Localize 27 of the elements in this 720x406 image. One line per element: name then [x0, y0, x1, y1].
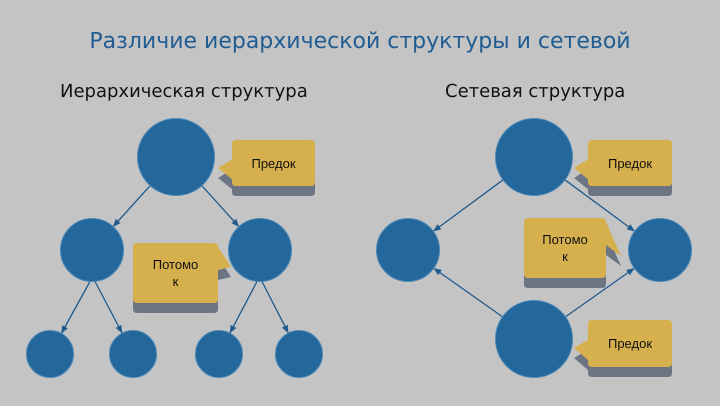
arrow — [61, 281, 91, 334]
callout-text: Потомо к — [152, 256, 198, 290]
arrow — [261, 281, 289, 334]
arrow — [94, 281, 122, 334]
speech-bubble — [524, 218, 621, 288]
circle-node — [195, 330, 243, 378]
arrow — [565, 180, 635, 232]
arrow — [112, 185, 150, 227]
circle-node — [26, 330, 74, 378]
callout-text: Предок — [608, 335, 652, 352]
speech-bubble — [574, 320, 672, 377]
section-heading: Сетевая структура — [445, 80, 626, 104]
circle-node — [275, 330, 323, 378]
arrow — [433, 180, 503, 232]
section-heading: Иерархическая структура — [60, 80, 308, 104]
speech-bubble — [133, 243, 231, 313]
arrow — [433, 268, 502, 318]
circle-node — [109, 330, 157, 378]
callout-text: Предок — [608, 154, 652, 172]
callout-text: Потомо к — [542, 231, 588, 265]
speech-bubble — [218, 140, 315, 196]
title: Различие иерархической структуры и сетевой — [89, 28, 631, 56]
callout-text: Предок — [251, 154, 296, 172]
arrow — [230, 281, 258, 334]
speech-bubble — [574, 140, 672, 196]
arrow — [202, 185, 240, 227]
arrow — [566, 268, 635, 318]
